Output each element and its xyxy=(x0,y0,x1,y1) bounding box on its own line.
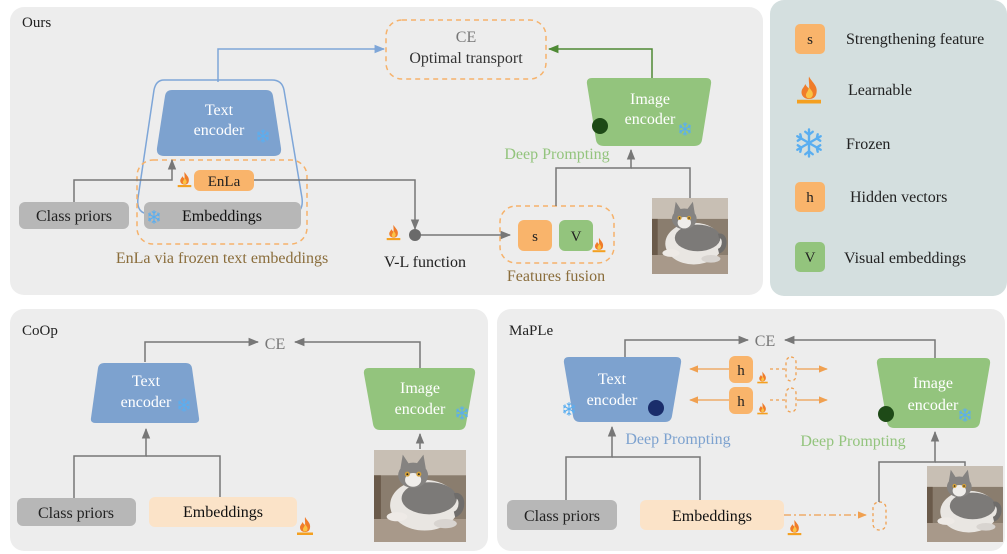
maple-image-encoder xyxy=(876,358,991,428)
coop-text-encoder xyxy=(90,363,200,423)
h1-box xyxy=(729,356,753,383)
coop-title: CoOp xyxy=(22,323,58,339)
maple-text-encoder-label-2: encoder xyxy=(587,392,638,409)
fusion-to-image-encoder-arrow xyxy=(555,148,636,206)
h1-label: h xyxy=(737,363,745,379)
coop-ce-label: CE xyxy=(265,336,285,353)
visual-prompt-node xyxy=(592,118,608,134)
text-encoder-label-1: Text xyxy=(205,102,234,119)
ce-label: CE xyxy=(456,29,476,46)
ours-title: Ours xyxy=(22,15,51,31)
text-to-loss-arrow xyxy=(217,44,386,82)
coop-input-image xyxy=(374,450,466,542)
coop-class-priors-label: Class priors xyxy=(38,505,114,522)
legend-learnable-label: Learnable xyxy=(848,82,912,99)
coop-image-encoder-label-1: Image xyxy=(400,380,440,397)
loss-box xyxy=(385,19,547,80)
coop-image-encoder-label-2: encoder xyxy=(395,401,446,418)
coop-image-to-ce-arrow xyxy=(293,337,421,368)
maple-ce-label: CE xyxy=(755,333,775,350)
maple-deep-prompting-image: Deep Prompting xyxy=(800,433,905,450)
v-label: V xyxy=(571,229,582,245)
maple-deep-prompting-text: Deep Prompting xyxy=(625,431,730,448)
legend-v-box xyxy=(795,242,825,272)
enla-caption: EnLa via frozen text embeddings xyxy=(116,250,328,267)
image-to-loss-arrow xyxy=(547,44,653,78)
image-encoder xyxy=(586,78,712,146)
image-encoder-label-2: encoder xyxy=(625,111,676,128)
embeddings-box xyxy=(144,202,301,229)
maple-text-encoder xyxy=(563,357,682,422)
coop-priors-arrow xyxy=(73,427,151,498)
maple-visual-prompt-node xyxy=(878,406,894,422)
maple-embeddings-box xyxy=(640,500,784,530)
coop-image-encoder xyxy=(363,368,476,430)
enla-to-vl-arrow xyxy=(254,179,420,231)
coop-panel: CoOp CE Text encoder Image encoder Class… xyxy=(10,309,488,551)
features-fusion-label: Features fusion xyxy=(507,268,605,285)
s-box xyxy=(518,220,552,251)
priors-to-text-encoder-arrow xyxy=(73,158,177,202)
coop-text-to-ce-arrow xyxy=(144,337,260,362)
maple-embeddings-label: Embeddings xyxy=(672,508,752,525)
maple-title: MaPLe xyxy=(509,323,554,339)
vl-function-node xyxy=(409,229,421,241)
maple-panel: MaPLe CE Text encoder Image encoder h h … xyxy=(497,309,1005,551)
legend-frozen-label: Frozen xyxy=(846,136,890,153)
maple-image-to-ce-arrow xyxy=(783,335,936,360)
legend-s-symbol: s xyxy=(807,32,813,48)
h2-box xyxy=(729,387,753,414)
legend-hidden-label: Hidden vectors xyxy=(850,189,947,206)
image-encoder-label-1: Image xyxy=(630,91,670,108)
photo-to-image-encoder-arrow xyxy=(935,461,966,466)
coop-text-encoder-label-2: encoder xyxy=(121,394,172,411)
maple-embeddings-arrow xyxy=(612,456,701,500)
legend-visual-label: Visual embeddings xyxy=(844,250,966,267)
legend-v-symbol: V xyxy=(805,250,816,266)
coop-embeddings-label: Embeddings xyxy=(183,504,263,521)
optimal-transport-label: Optimal transport xyxy=(409,50,523,67)
text-encoder-label-2: encoder xyxy=(194,122,245,139)
projection-to-image-encoder-arrow xyxy=(878,430,940,502)
class-priors-box xyxy=(19,202,129,229)
v-box xyxy=(559,220,593,251)
text-prompt-node xyxy=(648,400,664,416)
input-image xyxy=(652,198,728,274)
enla-region xyxy=(136,159,308,245)
embeddings-label: Embeddings xyxy=(182,208,262,225)
maple-text-encoder-label-1: Text xyxy=(598,371,627,388)
deep-prompting-label: Deep Prompting xyxy=(504,146,609,163)
maple-image-encoder-label-1: Image xyxy=(913,375,953,392)
maple-class-priors-box xyxy=(507,500,617,530)
h1-projection xyxy=(785,356,797,382)
s-label: s xyxy=(532,229,538,245)
legend-panel: s Strengthening feature Learnable Frozen… xyxy=(770,0,1007,296)
maple-text-to-ce-arrow xyxy=(624,335,750,358)
photo-to-image-encoder-arrow xyxy=(631,167,691,198)
legend-s-box xyxy=(795,24,825,54)
coop-text-encoder-label-1: Text xyxy=(132,373,161,390)
maple-image-encoder-label-2: encoder xyxy=(908,397,959,414)
h2-projection xyxy=(785,387,797,413)
legend-bg xyxy=(770,0,1007,296)
legend-strengthening-label: Strengthening feature xyxy=(846,31,984,48)
enla-label: EnLa xyxy=(208,174,241,190)
legend-h-box xyxy=(795,182,825,212)
maple-input-image xyxy=(927,466,1003,542)
maple-class-priors-label: Class priors xyxy=(524,508,600,525)
coop-class-priors-box xyxy=(17,498,136,526)
coop-embeddings-box xyxy=(149,497,297,527)
ours-panel: Ours CE Optimal transport Text encoder E… xyxy=(10,7,763,295)
text-encoder xyxy=(156,90,282,156)
fusion-region xyxy=(499,205,615,264)
h2-label: h xyxy=(737,394,745,410)
enla-box xyxy=(194,170,254,191)
vl-function-label: V-L function xyxy=(384,254,466,271)
legend-h-symbol: h xyxy=(806,190,814,206)
class-priors-label: Class priors xyxy=(36,208,112,225)
coop-embeddings-arrow xyxy=(146,455,221,498)
maple-priors-arrow xyxy=(565,425,617,500)
